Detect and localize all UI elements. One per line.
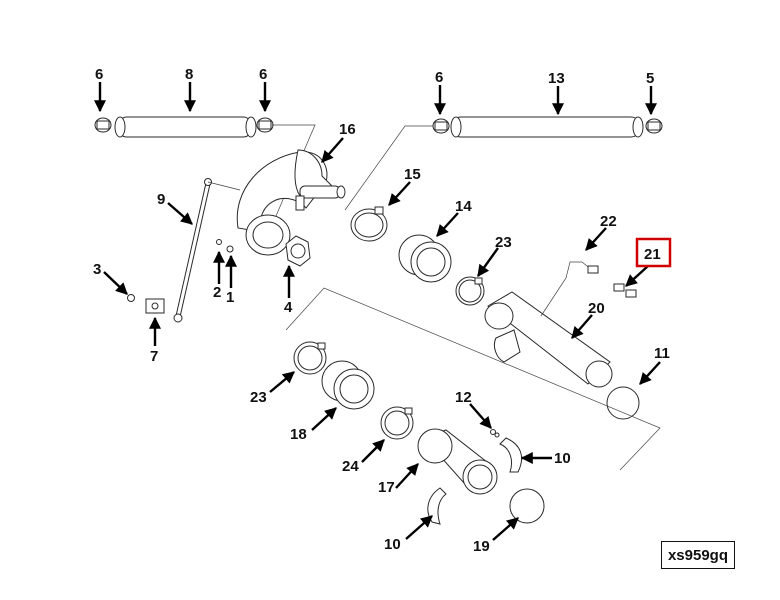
callout-labels: 6 8 6 6 13 5 16 15 9 14 22 21 23 3 2 1 4… [93, 66, 670, 555]
heat-shield-10-right [499, 437, 522, 473]
ring-11 [606, 386, 640, 420]
callout-7: 7 [150, 348, 158, 365]
washer-1 [226, 245, 234, 253]
support-rod-9 [173, 178, 241, 323]
callout-2: 2 [213, 284, 221, 301]
callout-9: 9 [157, 191, 165, 208]
main-tube-20 [484, 291, 613, 388]
callout-15: 15 [404, 166, 421, 183]
callout-13: 13 [548, 70, 565, 87]
callout-16: 16 [339, 121, 356, 138]
coupler-14 [398, 234, 452, 283]
callout-23: 23 [495, 234, 512, 251]
clamp-6-right [432, 118, 450, 134]
highlight-box-21 [635, 237, 672, 268]
clamp-6-mid [256, 117, 274, 133]
leader-arrows [94, 82, 661, 541]
sensor-22 [540, 261, 599, 317]
clamp-24 [380, 406, 414, 440]
callout-6: 6 [435, 69, 443, 86]
hose-8 [114, 116, 257, 138]
callout-6: 6 [259, 66, 267, 83]
callout-20: 20 [588, 300, 605, 317]
callout-21: 21 [644, 246, 661, 263]
callout-23: 23 [250, 389, 267, 406]
parts-artwork [94, 116, 663, 525]
bolt-2 [216, 239, 222, 245]
clamp-15 [350, 206, 388, 242]
callout-17: 17 [378, 479, 395, 496]
callout-22: 22 [600, 213, 617, 230]
reference-code: xs959gq [667, 546, 729, 564]
callout-3: 3 [93, 261, 101, 278]
elbow-tube-16 [236, 149, 346, 256]
callout-10: 10 [554, 450, 571, 467]
callout-10: 10 [384, 536, 401, 553]
tube-17 [417, 428, 498, 495]
callout-12: 12 [455, 389, 472, 406]
callout-14: 14 [455, 198, 472, 215]
clamp-23-upper [455, 276, 485, 306]
callout-1: 1 [226, 289, 234, 306]
bolt-3 [127, 294, 135, 302]
callout-18: 18 [290, 426, 307, 443]
tube-18 [321, 360, 375, 410]
reference-code-box: xs959gq [661, 541, 735, 569]
clamp-23-lower [293, 341, 327, 375]
callout-6: 6 [95, 66, 103, 83]
hose-13 [450, 116, 644, 138]
bolt-12 [490, 429, 500, 438]
gasket-4 [285, 235, 311, 267]
callout-4: 4 [284, 299, 293, 316]
gasket-19 [509, 488, 545, 524]
clamp-5 [645, 118, 663, 134]
sensor-plug-21 [613, 283, 637, 298]
callout-11: 11 [654, 345, 670, 362]
callout-24: 24 [342, 458, 359, 475]
callout-5: 5 [646, 70, 654, 87]
callout-19: 19 [473, 538, 490, 555]
bracket-7 [145, 298, 165, 314]
heat-shield-10-left [427, 487, 447, 525]
callout-8: 8 [185, 66, 193, 83]
clamp-6-left [94, 117, 112, 133]
